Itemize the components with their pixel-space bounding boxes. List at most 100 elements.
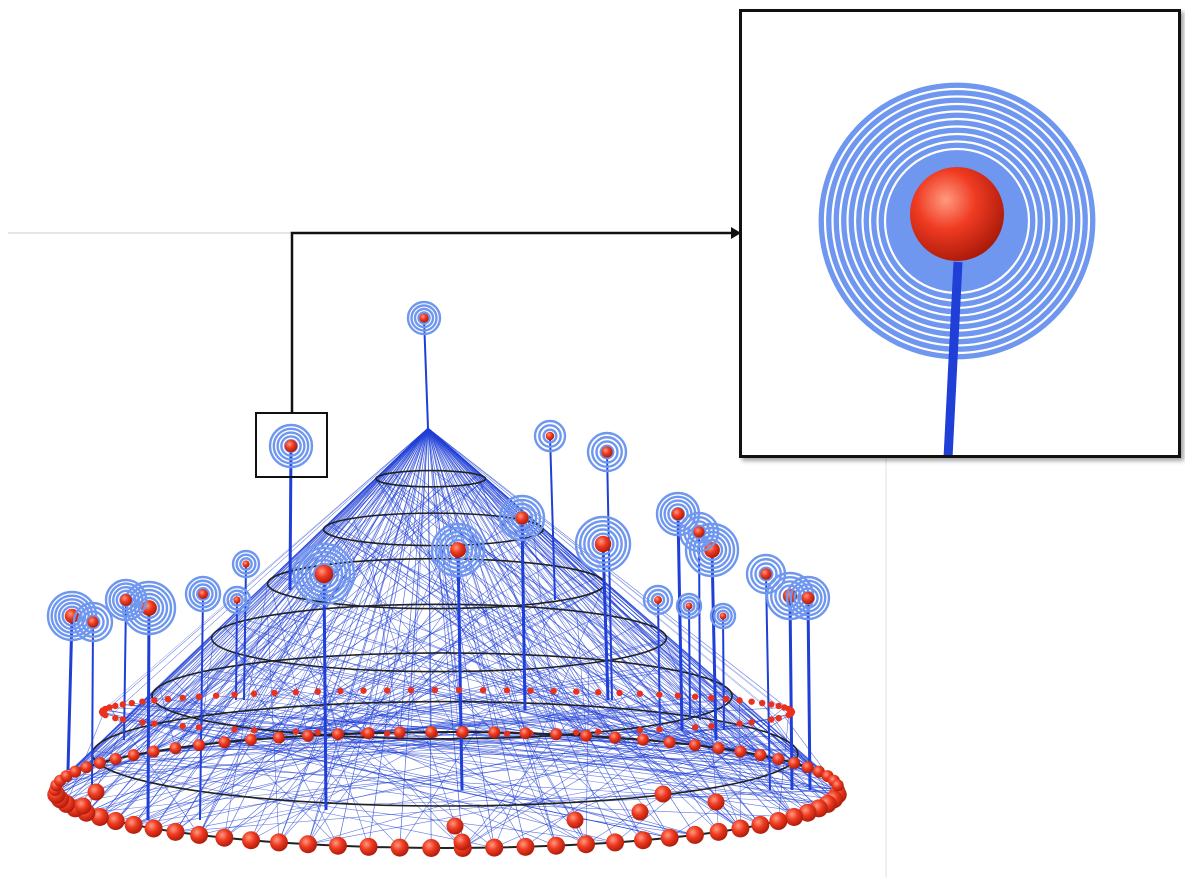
sphere-icon (734, 745, 747, 758)
inner-node (503, 730, 511, 737)
sphere-icon (519, 727, 532, 740)
edge-line (109, 427, 429, 708)
axis-ring (151, 652, 733, 740)
node-stem (235, 599, 238, 701)
inner-node (573, 688, 580, 695)
halo-ring (691, 524, 707, 540)
edge-line (317, 691, 808, 768)
edge-line (56, 727, 199, 795)
edge-line (175, 472, 395, 832)
edge-line (175, 788, 705, 833)
edge-line (189, 674, 587, 737)
sphere-icon (660, 828, 679, 847)
node-stem (722, 615, 725, 731)
inner-node (383, 687, 391, 694)
edge-line (427, 427, 670, 838)
sphere-icon (144, 819, 163, 838)
node-stem (698, 531, 701, 721)
inner-node (691, 693, 699, 700)
zoomed-node-view (816, 80, 1098, 455)
sphere-icon (80, 761, 93, 774)
halo-ring (296, 546, 352, 602)
sphere-icon (785, 807, 804, 826)
edge-line (74, 599, 310, 772)
sphere-icon (751, 815, 770, 834)
halo-ring (587, 528, 619, 560)
halo-ring (678, 511, 720, 553)
edge-line (56, 482, 386, 786)
edge-line (250, 427, 429, 841)
edge-line (368, 737, 587, 845)
axis-ring (374, 469, 487, 488)
edge-line (74, 485, 407, 772)
node-stem (806, 597, 812, 791)
edge-line (483, 559, 587, 736)
node-stem (688, 605, 691, 721)
edge-line (175, 562, 525, 833)
sphere-icon (272, 731, 285, 744)
halo-ring (413, 307, 435, 329)
halo-ring (578, 519, 628, 569)
edge-line (54, 606, 496, 791)
inner-node (656, 691, 663, 698)
inner-node (503, 687, 511, 694)
selection-box (255, 412, 328, 478)
edge-line (224, 601, 556, 838)
base-node-layer (47, 726, 847, 857)
halo-ring (797, 587, 819, 609)
edge-line (739, 723, 795, 818)
sphere-icon (545, 431, 555, 441)
edge-line (376, 480, 587, 845)
sphere-icon (566, 811, 584, 829)
edge-line (122, 719, 828, 805)
sphere-icon (218, 736, 231, 749)
edge-line (410, 470, 761, 756)
inner-node (479, 686, 487, 694)
edge-line (60, 640, 666, 800)
sphere-icon (425, 726, 438, 739)
concentric-rings-icon (678, 511, 720, 553)
inner-node (231, 691, 238, 698)
callout-connector (290, 231, 731, 412)
arrow-right-icon (731, 227, 741, 239)
concentric-rings-icon (709, 602, 737, 630)
edge-line (427, 427, 795, 764)
inner-node (106, 704, 113, 711)
edge-line (427, 427, 557, 735)
sphere-icon (550, 728, 563, 741)
edge-line (323, 564, 741, 829)
inner-node (250, 727, 258, 734)
edge-line (142, 427, 429, 702)
halo-ring (300, 550, 348, 598)
edge-line (182, 697, 252, 741)
halo-ring (226, 589, 248, 611)
node-stem (676, 513, 684, 731)
concentric-rings-icon (406, 300, 442, 336)
inner-node (292, 689, 299, 696)
edge-line (216, 695, 526, 734)
halo-ring (235, 553, 257, 575)
edge-line (307, 427, 429, 736)
inner-node (112, 702, 119, 710)
edge-line (494, 732, 749, 781)
halo-ring (410, 304, 438, 332)
concentric-rings-icon (184, 575, 222, 613)
halo-ring (595, 440, 619, 464)
edge-line (99, 606, 501, 818)
sphere-icon (242, 560, 250, 568)
sphere-icon (515, 511, 529, 525)
sphere-icon (127, 749, 140, 762)
inner-node (119, 716, 127, 723)
inner-node (767, 701, 775, 708)
inner-node (722, 695, 730, 703)
edge-line (429, 512, 835, 781)
edge-line (133, 597, 573, 826)
edge-line (535, 523, 795, 818)
sphere-icon (269, 833, 288, 852)
sphere-icon (422, 838, 441, 857)
node-stem (520, 517, 527, 711)
sphere-icon (577, 835, 596, 854)
sphere-icon (193, 739, 206, 752)
halo-ring (312, 562, 336, 586)
halo-ring (591, 532, 615, 556)
